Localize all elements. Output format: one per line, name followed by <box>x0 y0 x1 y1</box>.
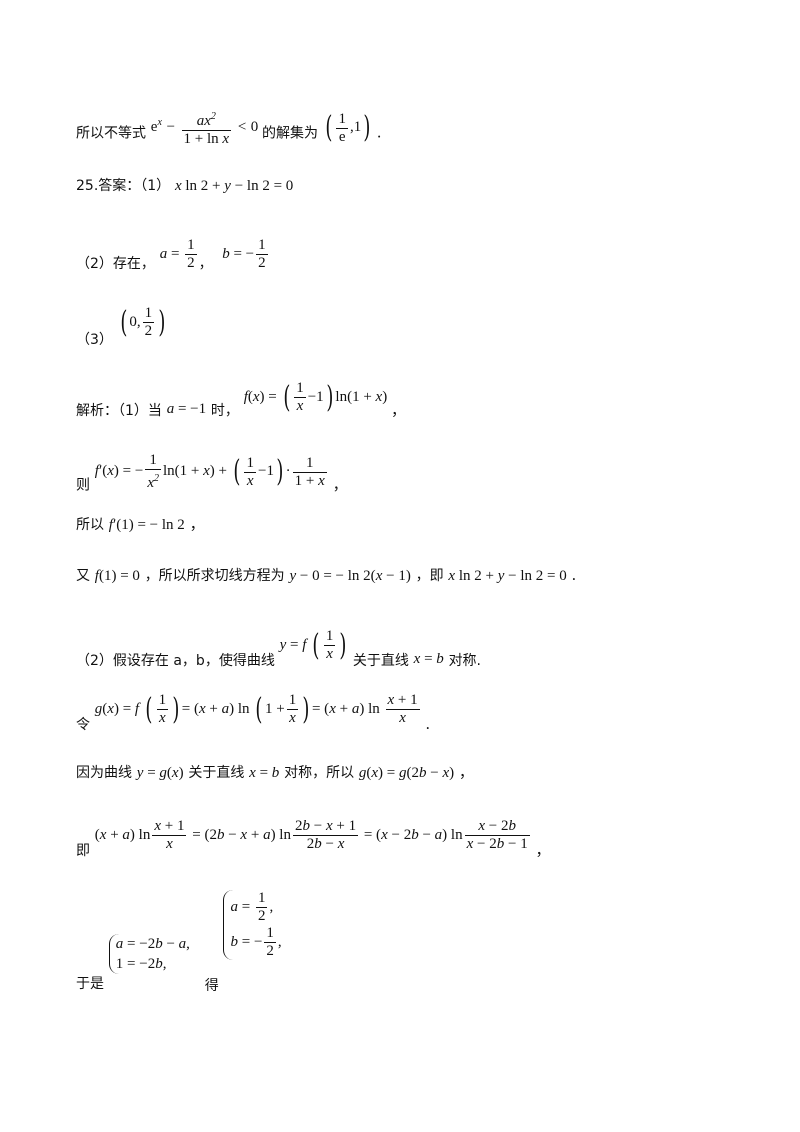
text: ，所以所求切线方程为 <box>144 568 285 584</box>
text: ， <box>390 400 406 419</box>
math-equation: g(x) = g(2b − x) <box>358 765 455 781</box>
math-tangent: y − 0 = − ln 2(x − 1) <box>289 568 411 584</box>
analysis-symmetry: 因为曲线 y = g(x) 关于直线 x = b 对称，所以 g(x) = g(… <box>76 762 474 783</box>
math-line: x = b <box>413 650 444 667</box>
answer-part1: 25.答案：（1） x ln 2 + y − ln 2 = 0 <box>76 175 293 196</box>
math-equation: x ln 2 + y − ln 2 = 0 <box>448 568 567 584</box>
text: 的解集为 <box>261 125 318 142</box>
math-system-1: a = −2b − a, 1 = −2b, <box>108 933 190 974</box>
text: 对称. <box>448 652 482 669</box>
text: ， <box>198 255 213 272</box>
text: 即 <box>76 842 90 859</box>
text: ， <box>189 515 205 533</box>
text: 所以 <box>76 517 104 533</box>
text: 得 <box>204 977 219 994</box>
text: 对称，所以 <box>284 765 355 781</box>
text: 则 <box>76 477 90 494</box>
math-equation: x ln 2 + y − ln 2 = 0 <box>174 178 294 194</box>
text: （3） <box>76 331 113 348</box>
text: （2）假设存在 a，b，使得曲线 <box>76 652 275 669</box>
math-f1: f(1) = 0 <box>94 568 140 584</box>
text: ，即 <box>415 568 444 584</box>
text: 于是 <box>76 975 104 992</box>
math-line: x = b <box>249 765 280 781</box>
text: 因为曲线 <box>76 765 132 781</box>
text: 又 <box>76 568 90 584</box>
text: 关于直线 <box>352 652 409 669</box>
text: 25.答案：（1） <box>76 178 171 194</box>
text: 令 <box>76 716 90 733</box>
text: ， <box>458 763 474 781</box>
text: . <box>376 123 382 142</box>
text: . <box>425 714 431 733</box>
analysis-slope: 所以 f′(1) = − ln 2 ， <box>76 514 205 535</box>
text: . <box>571 566 577 584</box>
text: 时， <box>210 402 239 419</box>
text: ， <box>535 840 551 859</box>
math-slope: f′(1) = − ln 2 <box>108 517 185 533</box>
text: ， <box>332 475 348 494</box>
math-curve: y = g(x) <box>136 765 184 781</box>
math-condition: a = −1 <box>166 400 207 417</box>
text: （2）存在， <box>76 255 155 272</box>
text: 所以不等式 <box>76 125 146 142</box>
analysis-tangent: 又 f(1) = 0 ，所以所求切线方程为 y − 0 = − ln 2(x −… <box>76 565 576 586</box>
text: 关于直线 <box>188 765 245 781</box>
text: 解析：（1）当 <box>76 402 162 419</box>
